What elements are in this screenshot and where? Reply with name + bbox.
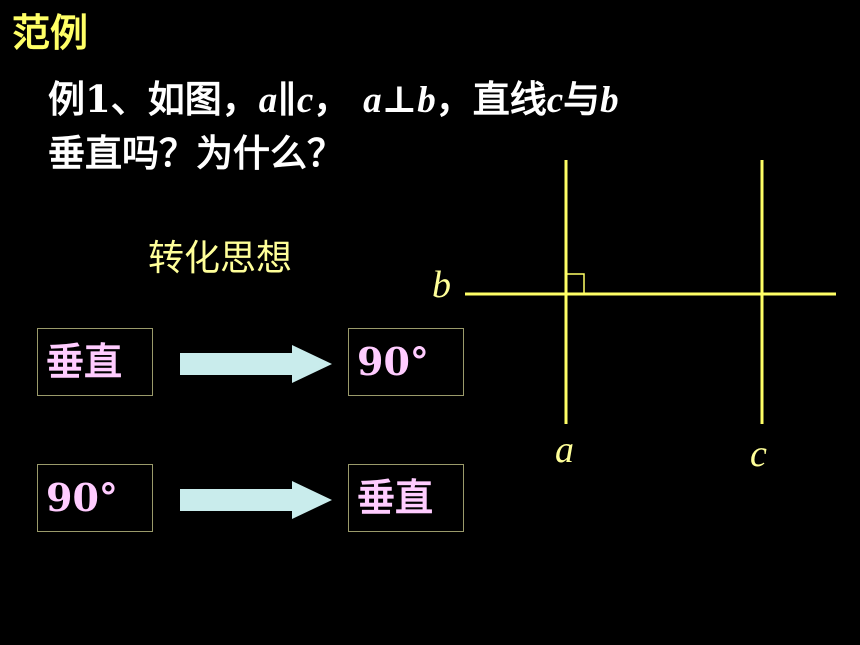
label-a: a: [555, 429, 574, 471]
label-c: c: [750, 433, 767, 475]
math-variable: b: [600, 80, 619, 121]
math-variable: c: [546, 80, 564, 121]
question-text-segment: ∥: [277, 77, 297, 121]
conversion-1-from-box: 垂直: [37, 328, 153, 396]
question-text-segment: ⊥: [381, 77, 418, 121]
math-variable: a: [363, 80, 382, 121]
question-text-segment: ，: [313, 77, 364, 121]
right-angle-marker-icon: [566, 273, 585, 294]
conversion-2-arrow-icon: [180, 481, 332, 519]
label-b: b: [432, 264, 451, 306]
conversion-1-arrow-icon: [180, 345, 332, 383]
math-variable: b: [417, 80, 436, 121]
math-variable: c: [296, 80, 314, 121]
math-variable: a: [258, 80, 278, 121]
conversion-2-from-box: 90°: [37, 464, 153, 532]
section-heading: 范例: [12, 11, 89, 55]
question-line-1: 例1、如图，a∥c， a⊥b，直线c与b: [48, 74, 619, 126]
question-text-segment: 与: [563, 77, 601, 121]
question-line-2: 垂直吗？为什么？: [48, 131, 344, 175]
question-text-segment: ，直线: [435, 77, 547, 121]
conversion-1-to-box: 90°: [348, 328, 464, 396]
method-label: 转化思想: [148, 238, 293, 279]
conversion-2-to-box: 垂直: [348, 464, 464, 532]
question-text-segment: 例1、如图，: [48, 77, 259, 121]
